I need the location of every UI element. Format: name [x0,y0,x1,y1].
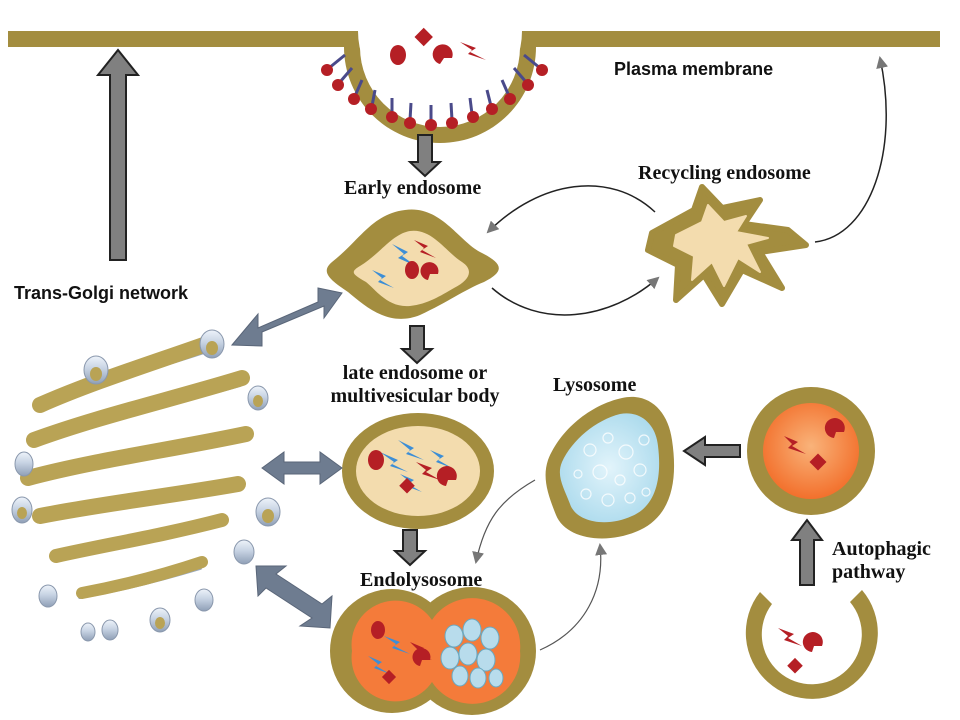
recycling-endosome [645,184,809,307]
arrow-endolysosome-to-lysosome [539,543,608,651]
receptor-heads [321,64,548,131]
arrow-early-to-late [399,325,435,365]
double-arrow-golgi-endolysosome [255,565,333,629]
late-endosome [342,413,494,529]
lysosome [545,396,675,539]
arrow-early-to-recycling [491,276,660,316]
autophagosome [747,387,875,515]
golgi-apparatus [11,329,281,642]
late-endosome-label: late endosome or multivesicular body [300,362,530,408]
arrow-recycling-to-early [486,185,656,234]
double-arrow-golgi-late [261,451,343,485]
autophagic-label-line2: pathway [832,561,906,583]
endolysosome [330,587,536,715]
arrow-autophagosome-to-lysosome [682,435,741,467]
endolysosome-label: Endolysosome [360,569,483,591]
arrow-autophagic-up [790,518,824,586]
autophagic-label-line1: Autophagic [832,538,931,560]
late-endosome-label-line2: multivesicular body [330,385,500,407]
trans-golgi-arrow [95,48,141,261]
arrow-pit-to-early [407,134,443,178]
autophagic-pathway-label: Autophagic pathway [832,538,931,584]
early-endosome [326,209,499,319]
double-arrow-golgi-early [230,287,343,347]
arrow-lysosome-to-endolysosome [472,479,536,564]
late-endosome-label-line1: late endosome or [342,362,488,384]
early-endosome-label: Early endosome [344,177,482,199]
arrow-late-to-endolysosome [392,529,428,567]
arrow-recycling-to-membrane [814,56,888,243]
phagophore [745,590,878,699]
recycling-endosome-label: Recycling endosome [638,162,811,184]
lysosome-label: Lysosome [553,374,637,396]
plasma-membrane-label: Plasma membrane [614,59,774,79]
trans-golgi-network-label: Trans-Golgi network [14,283,189,303]
